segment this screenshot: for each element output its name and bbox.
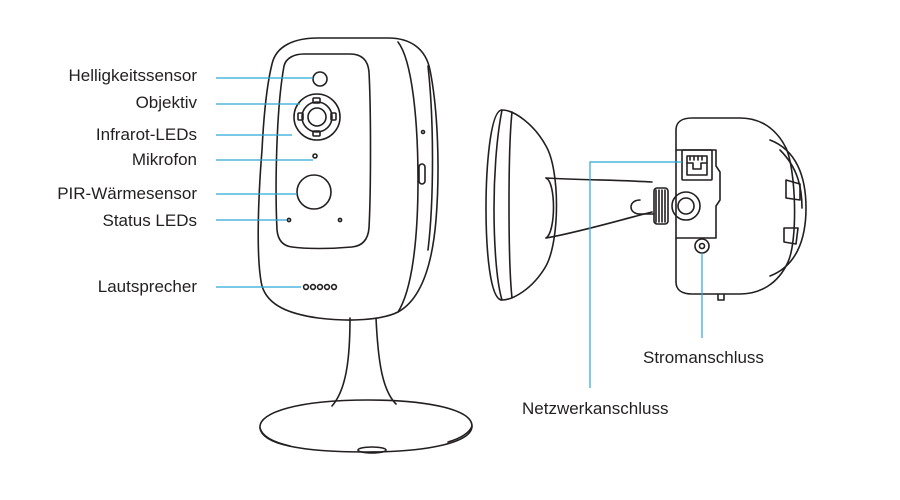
side-lens-dome [769,139,807,277]
label-microphone: Mikrofon [131,150,197,169]
label-status-leds: Status LEDs [102,211,198,230]
brightness-sensor [312,71,328,87]
label-power-port: Stromanschluss [643,348,764,367]
label-pir-sensor: PIR-Wärmesensor [57,184,197,203]
leader-network-port [589,161,682,388]
label-infrared-leds: Infrarot-LEDs [95,125,197,144]
front-panel [275,53,372,250]
side-arm [545,177,653,183]
label-network-port: Netzwerkanschluss [522,399,669,418]
front-camera [257,37,473,454]
leader-lines [216,77,703,388]
side-base [485,109,558,301]
side-housing [675,117,796,295]
power-port [694,238,710,254]
side-joint [630,187,701,225]
label-brightness-sensor: Helligkeitssensor [68,66,198,85]
microphone-hole [312,153,318,159]
camera-base [259,399,473,453]
camera-stand [331,317,351,407]
label-lens: Objektiv [135,93,197,112]
label-speaker: Lautsprecher [97,277,197,296]
network-port [681,149,713,181]
side-camera [485,109,807,301]
status-led-left [286,217,292,223]
status-led-right [337,217,343,223]
lens [293,93,341,141]
pir-sensor [296,174,332,210]
speaker-grille [302,283,338,291]
